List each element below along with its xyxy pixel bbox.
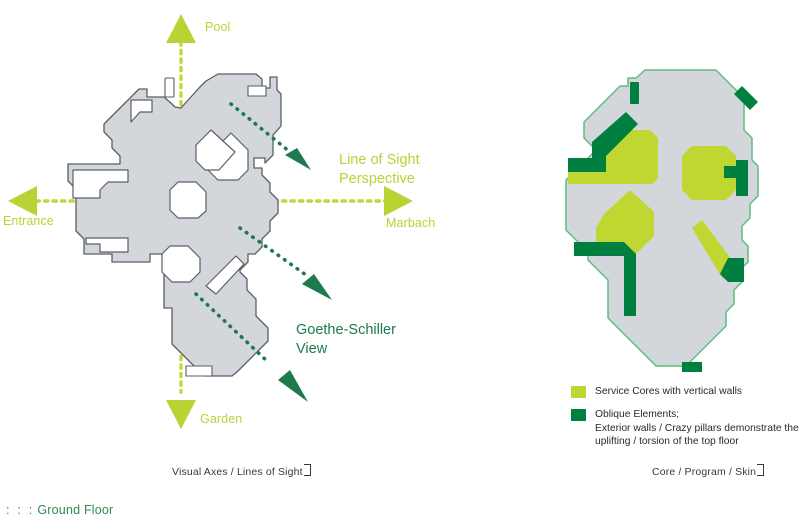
- legend-item-service-cores: Service Cores with vertical walls: [571, 385, 796, 399]
- left-plan-void-lower-left: [169, 181, 207, 219]
- sight-label-perspective-line2: Perspective: [339, 171, 415, 187]
- axis-arrow-pool: [166, 14, 196, 43]
- axis-arrow-entrance: [8, 186, 37, 216]
- caption-right: Core / Program / Skin: [652, 464, 765, 479]
- legend-swatch-oblique-elements: [571, 409, 586, 421]
- left-plan-slot-east: [205, 255, 245, 295]
- axis-label-entrance: Entrance: [3, 214, 54, 228]
- caption-right-bracket-icon: [757, 464, 765, 476]
- axis-arrow-garden: [166, 400, 196, 429]
- left-plan-notch-west: [72, 169, 129, 199]
- footer-ground-floor: : : :Ground Floor: [6, 503, 113, 517]
- oblique-element-top-detached: [630, 82, 639, 104]
- legend-swatch-service-cores: [571, 386, 586, 398]
- oblique-element-east-bracket: [724, 160, 748, 196]
- right-plan-outline: [565, 69, 759, 367]
- caption-left: Visual Axes / Lines of Sight: [172, 464, 311, 479]
- left-plan-void-b: [161, 245, 201, 283]
- oblique-element-southwest-angle: [574, 242, 636, 316]
- caption-right-text: Core / Program / Skin: [652, 466, 757, 478]
- left-floor-plan: [67, 73, 282, 377]
- left-plan-notch-northwest: [130, 99, 153, 123]
- legend-item-oblique-elements: Oblique Elements; Exterior walls / Crazy…: [571, 408, 799, 449]
- footer-dots-icon: : : :: [6, 503, 35, 517]
- axis-label-garden: Garden: [200, 412, 243, 426]
- service-core-southwest: [596, 190, 654, 256]
- oblique-element-northeast: [734, 86, 758, 110]
- sight-label-perspective-line1: Line of Sight: [339, 152, 420, 168]
- service-core-east: [682, 146, 736, 200]
- caption-left-text: Visual Axes / Lines of Sight: [172, 466, 303, 478]
- axis-arrow-marbach: [384, 186, 413, 216]
- axis-label-pool: Pool: [205, 20, 231, 34]
- sight-label-goethe-schiller-line1: Goethe-Schiller: [296, 322, 396, 338]
- sight-line-middle: [238, 226, 308, 277]
- sight-arrow-perspective: [285, 148, 311, 170]
- left-plan-notch-southwest: [85, 237, 129, 253]
- oblique-element-south: [682, 362, 702, 372]
- sight-label-goethe-schiller-line2: View: [296, 341, 328, 357]
- legend-text-oblique-elements: Oblique Elements; Exterior walls / Crazy…: [595, 409, 799, 448]
- left-plan-detached-element: [164, 77, 175, 98]
- sight-lines-group: [194, 102, 332, 402]
- footer-label: Ground Floor: [37, 503, 114, 517]
- oblique-element-southeast: [720, 258, 744, 282]
- caption-left-bracket-icon: [303, 464, 311, 476]
- axis-label-marbach: Marbach: [386, 216, 436, 230]
- sight-line-perspective: [229, 102, 292, 154]
- sight-arrow-middle: [302, 274, 332, 300]
- right-floor-plan: [565, 69, 759, 372]
- left-plan-void-a: [195, 129, 236, 171]
- sight-arrow-goethe-schiller: [278, 370, 308, 402]
- sight-line-goethe-schiller: [194, 292, 270, 364]
- legend-text-service-cores: Service Cores with vertical walls: [595, 386, 743, 397]
- left-plan-notch-northeast: [247, 85, 267, 97]
- left-plan-notch-south: [185, 365, 213, 377]
- oblique-element-northwest-hook: [568, 112, 638, 172]
